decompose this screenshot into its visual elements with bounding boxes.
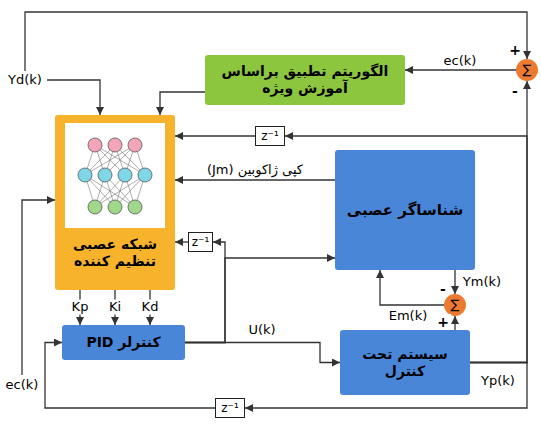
neural-network-illustration <box>65 123 165 228</box>
connector <box>470 81 527 363</box>
connector <box>185 343 340 363</box>
signal-label: Ki <box>107 300 123 315</box>
illustration-ground <box>65 123 165 228</box>
error-input-wire <box>22 200 55 375</box>
connector <box>175 179 335 180</box>
output-neuron <box>88 138 102 152</box>
connector-layer <box>45 70 527 408</box>
connector <box>454 270 455 294</box>
delay-box: z⁻¹ <box>215 398 245 418</box>
node-text: ∑ <box>451 297 460 313</box>
input-neuron <box>108 200 122 214</box>
input-neuron <box>128 200 142 214</box>
output-neuron <box>108 138 122 152</box>
hidden-neuron <box>138 168 152 182</box>
tuner-network-box: شبکه عصبی تنظیم کننده <box>55 115 175 290</box>
signal-label: Yd(k) <box>6 73 44 88</box>
algorithm-box: الگوریتم تطبیق براساس آموزش ویژه <box>205 55 405 105</box>
connector <box>185 242 225 343</box>
pid-controller-box: کنترلر PID <box>62 325 185 360</box>
connector <box>185 258 335 343</box>
output-neuron <box>128 138 142 152</box>
node-text: ∑ <box>523 62 532 78</box>
signal-label: Ym(k) <box>461 275 503 290</box>
connector <box>380 270 444 305</box>
hidden-neuron <box>118 168 132 182</box>
signal-label: Em(k) <box>387 309 430 324</box>
connector <box>454 316 455 330</box>
sign-label: - <box>510 83 520 99</box>
sign-label: - <box>438 281 448 297</box>
connector <box>405 69 516 70</box>
node-text: شبکه عصبی تنظیم کننده <box>61 236 169 270</box>
signal-label: U(k) <box>246 323 277 338</box>
node-text: z⁻¹ <box>261 129 278 143</box>
node-text: سیستم تحت کنترل <box>346 346 464 380</box>
input-neuron <box>88 200 102 214</box>
hidden-neuron <box>78 168 92 182</box>
plant-box: سیستم تحت کنترل <box>340 330 470 395</box>
delay-box: z⁻¹ <box>255 126 285 146</box>
connector <box>175 135 255 136</box>
sum-circle: ∑ <box>444 294 466 316</box>
identifier-box: شناساگر عصبی <box>335 150 475 270</box>
sum-circle: ∑ <box>516 59 538 81</box>
signal-label: ec(k) <box>4 378 41 393</box>
delay-box: z⁻¹ <box>188 232 213 252</box>
node-text: z⁻¹ <box>221 401 238 415</box>
hidden-neuron <box>98 168 112 182</box>
connector <box>285 136 527 363</box>
node-text: شناساگر عصبی <box>347 201 464 219</box>
sign-label: + <box>435 314 451 330</box>
signal-label: کپی ژاکوبین (Jm) <box>205 163 305 178</box>
reference-input-wire <box>47 80 100 115</box>
node-text: کنترلر PID <box>86 334 160 351</box>
signal-label: ec(k) <box>442 54 479 69</box>
connector <box>175 241 188 242</box>
signal-label: Yp(k) <box>479 374 517 389</box>
sign-label: + <box>507 42 523 58</box>
signal-label: Kd <box>140 300 161 315</box>
connector <box>160 92 205 115</box>
signal-label: Kp <box>70 300 91 315</box>
node-text: الگوریتم تطبیق براساس آموزش ویژه <box>211 63 399 97</box>
node-text: z⁻¹ <box>192 235 209 249</box>
